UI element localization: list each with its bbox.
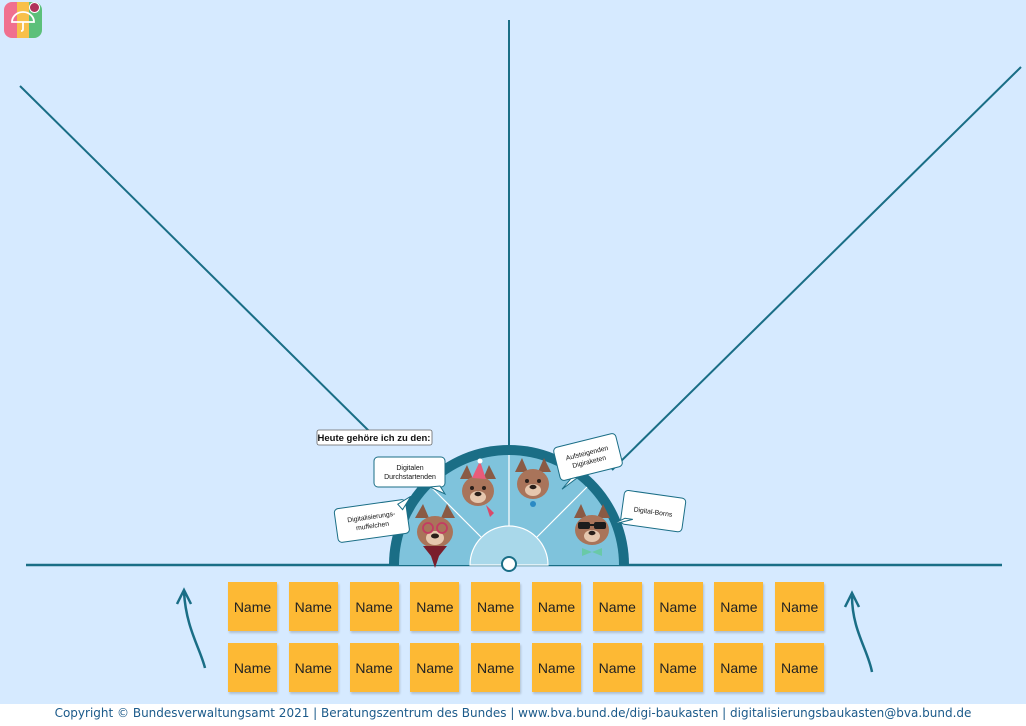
name-sticky-note[interactable]: Name <box>532 582 581 631</box>
name-sticky-note[interactable]: Name <box>775 643 825 692</box>
name-sticky-note[interactable]: Name <box>349 643 399 692</box>
name-sticky-note[interactable]: Name <box>532 643 581 692</box>
chart-heading: Heute gehöre ich zu den: <box>318 433 431 444</box>
app-icon-stripe-pink <box>4 2 17 38</box>
right-curved-arrow-icon <box>843 590 874 673</box>
svg-text:Durchstartenden: Durchstartenden <box>384 474 436 481</box>
left-curved-arrow-icon <box>175 587 207 669</box>
dog-digirakete-icon[interactable] <box>515 458 551 507</box>
name-sticky-note[interactable]: Name <box>349 582 399 631</box>
name-sticky-note[interactable]: Name <box>714 582 764 631</box>
gauge-pivot[interactable] <box>501 556 517 572</box>
name-sticky-note[interactable]: Name <box>775 582 825 631</box>
name-sticky-note[interactable]: Name <box>653 643 703 692</box>
left-diagonal-line <box>19 85 371 433</box>
app-menu-button[interactable] <box>4 2 42 38</box>
name-sticky-note[interactable]: Name <box>410 582 460 631</box>
notification-dot <box>29 2 40 13</box>
app-icon-stripe-yellow <box>16 2 30 38</box>
svg-text:Digitalen: Digitalen <box>396 465 423 472</box>
name-sticky-note[interactable]: Name <box>714 643 764 692</box>
svg-text:muffelchen: muffelchen <box>356 521 390 533</box>
name-sticky-note[interactable]: Name <box>592 643 642 692</box>
footer-background <box>0 704 1026 726</box>
dog-digitalborn-icon[interactable] <box>574 504 610 556</box>
bubble-digitalen-durchstartenden: Digitalen Durchstartenden <box>373 456 447 496</box>
bubble-digitalisierungsmuffelchen: Digitalisierungs- muffelchen <box>333 495 412 543</box>
right-diagonal-line <box>611 66 1022 471</box>
bubble-aufsteigenden-digiraketen: Aufsteigenden Digiraketen <box>553 433 623 490</box>
name-sticky-note[interactable]: Name <box>288 582 338 631</box>
name-sticky-note[interactable]: Name <box>471 643 521 692</box>
name-sticky-note[interactable]: Name <box>592 582 642 631</box>
dog-durchstarter-icon[interactable] <box>460 458 496 518</box>
dog-muffelchen-icon[interactable] <box>415 504 455 568</box>
name-sticky-note[interactable]: Name <box>410 643 460 692</box>
name-sticky-note[interactable]: Name <box>228 582 277 631</box>
name-sticky-note[interactable]: Name <box>471 582 521 631</box>
umbrella-icon <box>11 11 35 32</box>
bubble-digital-borns: Digital-Borns <box>611 490 687 533</box>
name-sticky-note[interactable]: Name <box>228 643 277 692</box>
footer-copyright: Copyright © Bundesverwaltungsamt 2021 | … <box>54 706 972 720</box>
heading-label-box: Heute gehöre ich zu den: <box>316 429 433 446</box>
name-sticky-note[interactable]: Name <box>288 643 338 692</box>
name-sticky-note[interactable]: Name <box>653 582 703 631</box>
